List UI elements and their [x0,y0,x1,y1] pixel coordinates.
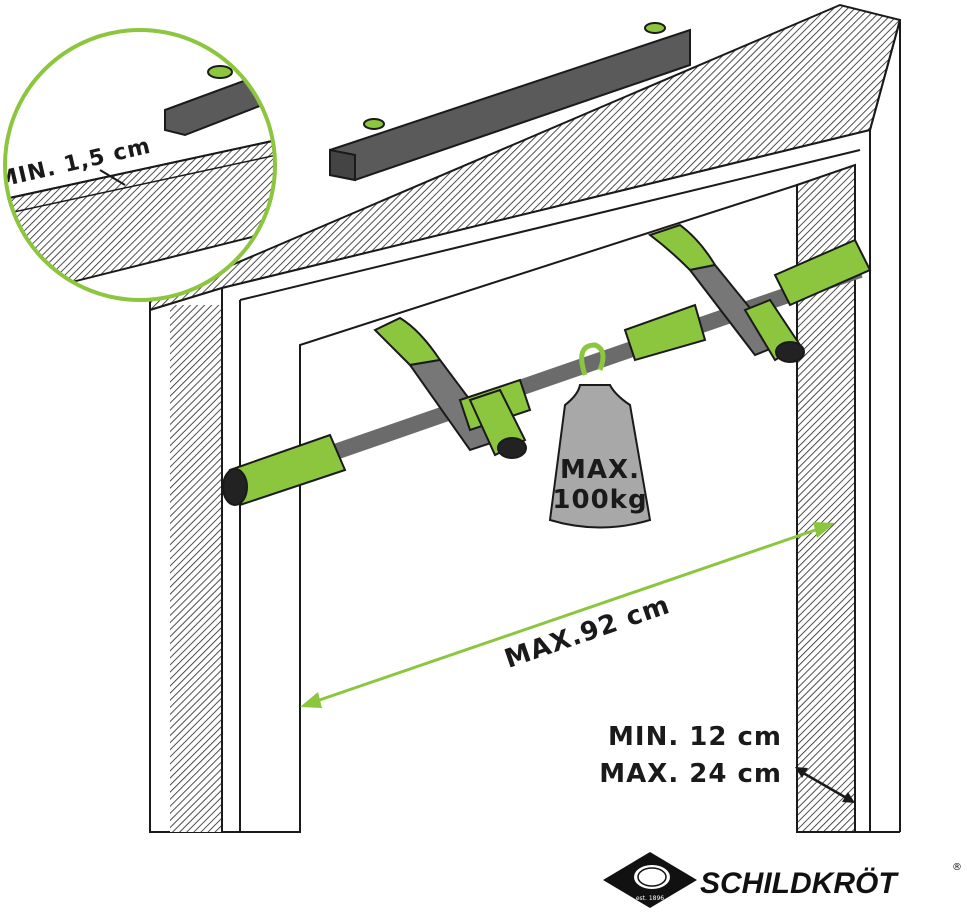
weight-icon: MAX. 100kg [548,384,652,529]
logo-established: est. 1896 [636,895,664,902]
max-load-line1: MAX. [560,455,640,485]
logo-registered: ® [952,862,962,873]
schildkrot-logo: est. 1896 SCHILDKRÖT ® [603,852,962,908]
frame-right-hatch [796,163,856,833]
max-load-line2: 100kg [552,485,647,515]
max-width-label: MAX.92 cm [501,590,674,675]
pull-up-bar [222,223,872,507]
frame-left-hatch [170,305,222,832]
min-depth-label: MIN. 12 cm [608,722,782,752]
max-depth-label: MAX. 24 cm [599,759,782,789]
top-bracket [329,22,691,182]
door-frame [149,3,902,833]
depth-dimension: MIN. 12 cm MAX. 24 cm [599,722,855,803]
logo-brand: SCHILDKRÖT [700,867,899,900]
width-dimension: MAX.92 cm [300,522,835,708]
detail-inset: MIN. 1,5 cm [3,28,277,302]
